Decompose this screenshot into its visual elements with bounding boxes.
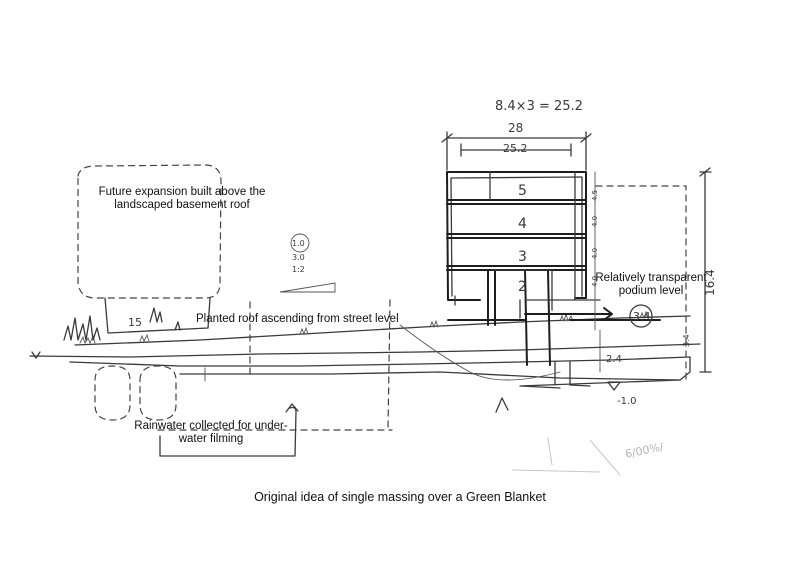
basement-sketch-lines — [554, 361, 591, 387]
podium-box — [491, 269, 601, 311]
small-tree — [149, 307, 181, 331]
rainwater-line1: Rainwater collected for under- — [134, 420, 288, 432]
podium-line2: podium level — [618, 285, 684, 297]
slope-value-2: 3.0 — [292, 253, 305, 262]
total-height: 16.4 — [703, 269, 717, 296]
rainwater-line2: water filming — [178, 433, 244, 445]
podium-label: Relatively transparent podium level — [588, 272, 714, 298]
left-width-dim: 15 — [128, 316, 142, 329]
faint-marks — [511, 437, 621, 476]
faint-text: 6/00%/ — [624, 440, 665, 461]
dim-circle-value: 3.4 — [633, 310, 651, 323]
ground-line — [29, 343, 701, 358]
basement-marker — [607, 381, 621, 391]
floor-height-top: 4.5 — [591, 190, 599, 201]
left-tree-grass — [63, 315, 101, 341]
figure-caption: Original idea of single massing over a G… — [254, 490, 546, 504]
future-expansion-label: Future expansion built above the landsca… — [96, 186, 268, 212]
right-dashed-extension — [595, 185, 687, 381]
left-below-dashed — [157, 299, 393, 431]
basement-depth: -1.0 — [617, 396, 637, 407]
water-arrowhead — [285, 403, 299, 413]
floor-height-4: 4.0 — [591, 276, 599, 287]
inner-width: 25.2 — [503, 142, 528, 155]
floor-height-3: 4.0 — [591, 248, 599, 259]
tower-inner-frame — [454, 171, 576, 306]
total-height-dim — [699, 167, 712, 373]
inner-width-dim — [460, 143, 572, 157]
slope-triangle — [279, 282, 336, 293]
module-formula: 8.4×3 = 25.2 — [495, 99, 583, 114]
floor-height-2: 4.0 — [591, 216, 599, 227]
basement-stepline — [519, 356, 691, 389]
basement-slab — [179, 371, 681, 381]
slope-circle — [290, 233, 310, 253]
planted-roof-text: Planted roof ascending from street level — [196, 313, 399, 325]
podium-side-height: 3.4 — [682, 334, 691, 347]
rainwater-label: Rainwater collected for under- water fil… — [126, 420, 296, 446]
water-arrow-under — [495, 397, 509, 413]
slope-value-3: 1:2 — [292, 265, 305, 274]
water-path — [159, 406, 297, 457]
podium-line1: Relatively transparent — [595, 272, 707, 284]
podium-arrow — [524, 307, 613, 321]
curve-under — [399, 324, 561, 381]
tower-outline — [446, 171, 587, 301]
future-expansion-line2: landscaped basement roof — [114, 199, 250, 211]
floor-label-3: 3 — [518, 249, 527, 265]
rainwater-tank-left — [94, 365, 131, 421]
lower-height: 2.4 — [606, 354, 622, 365]
planted-roof-grass — [79, 310, 649, 345]
floor-line-1 — [446, 199, 587, 205]
planted-roof-label: Planted roof ascending from street level — [196, 313, 436, 326]
planted-roof-underside — [69, 356, 691, 367]
future-expansion-line1: Future expansion built above the — [98, 186, 266, 198]
floor-label-2: 2 — [518, 279, 527, 295]
ground-mark — [31, 351, 41, 359]
future-expansion-box — [77, 164, 222, 299]
podium-columns — [487, 269, 551, 366]
rainwater-tank-right — [139, 365, 177, 421]
overall-width: 28 — [508, 121, 523, 135]
tower-outline-2 — [450, 176, 583, 297]
overall-width-dim — [441, 131, 592, 171]
floor-line-2 — [446, 233, 587, 239]
floor-label-5: 5 — [518, 183, 527, 199]
dim-circle — [629, 304, 653, 328]
planted-roof-top — [74, 315, 691, 346]
future-supports — [104, 297, 211, 334]
slope-value-1: 1.0 — [292, 239, 305, 248]
floor-label-4: 4 — [518, 216, 527, 232]
